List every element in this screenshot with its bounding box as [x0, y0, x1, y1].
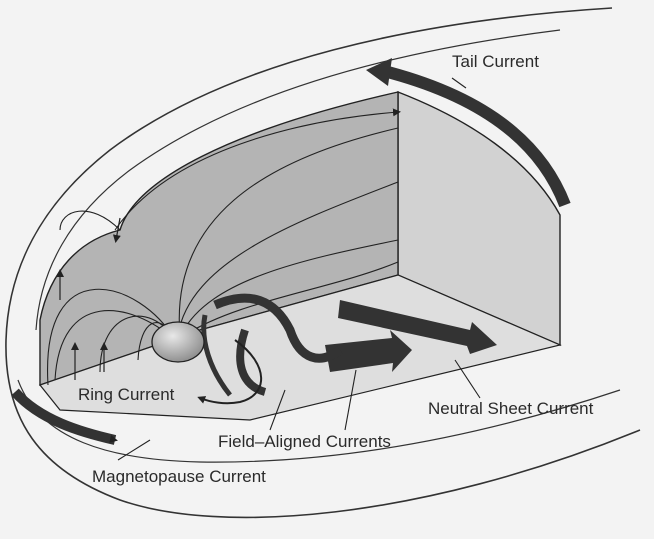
magnetopause-outer-boundary: [5, 7, 641, 519]
magnetopause-lower-boundary: [17, 379, 621, 463]
magnetopause-inner-boundary: [35, 29, 561, 331]
label-leader-lines: [117, 77, 481, 461]
tail-current-label: Tail Current: [452, 52, 539, 71]
neutral-sheet-current-arrows: [325, 300, 497, 372]
field-aligned-currents-label: Field–Aligned Currents: [218, 432, 391, 451]
tail-cross-section-panel: [397, 90, 561, 347]
magnetopause-current-arrow: [11, 388, 118, 445]
ring-current-label: Ring Current: [78, 385, 175, 404]
neutral-sheet-current-label: Neutral Sheet Current: [428, 399, 594, 418]
field-line-arrows: [56, 217, 121, 380]
tail-current-arrowhead: [366, 58, 392, 86]
earth-icon: [151, 321, 205, 363]
magnetopause-current-label: Magnetopause Current: [92, 467, 266, 486]
ring-current-arrow: [197, 339, 263, 405]
tail-current-arrow: [378, 64, 571, 208]
